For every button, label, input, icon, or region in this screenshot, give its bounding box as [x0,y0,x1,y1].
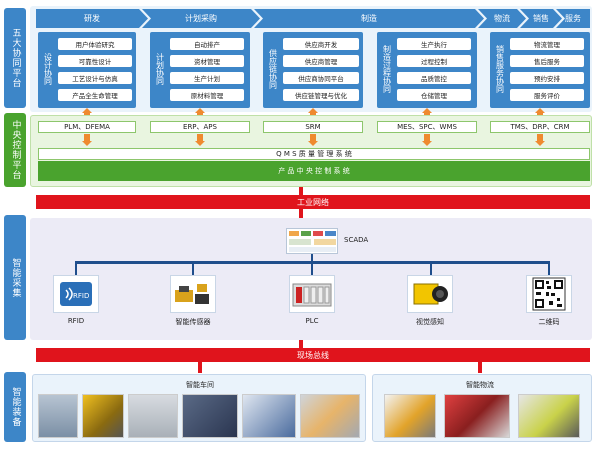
column-item: 产品全生命管理 [58,89,132,101]
column-item: 可靠性设计 [58,55,132,67]
system-box-mes: MES、SPC、WMS [377,121,477,133]
rfid-card-text: RFID [73,292,89,300]
connector [478,362,482,373]
industrial-network-bar: 工业网络 [36,195,590,209]
phase-rnd: 研发 [36,9,148,28]
column-item: 供应商开发 [283,38,359,50]
connector-line [311,262,313,275]
column-item: 品质管控 [397,72,471,84]
column-item: 资材管理 [170,55,244,67]
column-item: 供应商协同平台 [283,72,359,84]
connector [198,362,202,373]
connector-line [75,262,77,275]
connector [299,340,303,348]
scada-label: SCADA [344,236,369,244]
device-label: 视觉感知 [416,318,444,326]
collab-column-plan: 计划协同 自动排产 资材管理 生产计划 原材料管理 [150,32,250,108]
column-item: 工艺设计与仿真 [58,72,132,84]
column-title: 制造过程协同 [382,45,392,93]
collab-column-manufacture: 制造过程协同 生产执行 过程控制 品质管控 仓储管理 [377,32,477,108]
central-platform-label: 中央控制平台 [4,113,26,187]
phase-sales: 销售 [520,9,562,28]
robot-arm-image [82,394,124,438]
column-item: 售后服务 [510,55,584,67]
column-title: 供应链协同 [268,49,278,89]
connector-line [311,254,313,262]
collab-column-sales: 销售服务协同 物流管理 售后服务 预约安排 服务评价 [490,32,590,108]
phase-logistics: 物流 [478,9,526,28]
collab-column-supply: 供应链协同 供应商开发 供应商管理 供应商协同平台 供应链管理与优化 [263,32,363,108]
column-item: 过程控制 [397,55,471,67]
column-title: 设计协同 [43,53,53,85]
device-label: PLC [305,317,319,325]
smart-equip-label: 智能装备 [4,372,26,442]
device-label: RFID [67,317,85,325]
connector-line [548,262,550,275]
arrow-down-icon [82,134,92,146]
column-item: 生产计划 [170,72,244,84]
column-title: 计划协同 [155,53,165,85]
scada-screen-icon [286,228,338,254]
stamping-press-image [128,394,178,438]
phase-plan-purchase: 计划采购 [142,9,260,28]
arrow-down-icon [422,134,432,146]
production-floor-image [300,394,360,438]
warehouse-rack-image [444,394,510,438]
column-item: 供应链管理与优化 [283,89,359,101]
system-box-erp: ERP、APS [150,121,250,133]
device-label: 智能传感器 [175,318,211,326]
phase-service: 服务 [556,9,590,28]
fieldbus-bar: 现场总线 [36,348,590,362]
column-item: 物流管理 [510,38,584,50]
arrow-down-icon [535,134,545,146]
phase-manufacture: 制造 [254,9,484,28]
smart-sensor-icon [170,275,216,313]
smart-logistics-label: 智能物流 [466,381,494,389]
column-title: 销售服务协同 [495,45,505,93]
connector [299,187,303,195]
vision-sensor-icon [407,275,453,313]
smart-workshop-label: 智能车间 [186,381,214,389]
arrow-down-icon [195,134,205,146]
arrow-down-icon [308,134,318,146]
system-box-tms: TMS、DRP、CRM [490,121,590,133]
plc-icon [289,275,335,313]
column-item: 原材料管理 [170,89,244,101]
column-item: 自动排产 [170,38,244,50]
assembly-line-image [182,394,238,438]
smart-collect-label: 智能采集 [4,215,26,340]
agv-vehicle-image [518,394,580,438]
connector-line [192,262,194,275]
press-machine-image [38,394,78,438]
connector-line [430,262,432,275]
central-control-system: 产 品 中 央 控 制 系 统 [38,161,590,181]
system-box-plm: PLM、DFEMA [38,121,136,133]
column-item: 仓储管理 [397,89,471,101]
welding-robots-image [242,394,296,438]
qr-code-icon [526,275,572,313]
system-box-srm: SRM [263,121,363,133]
five-platform-label: 五大协同平台 [4,8,26,108]
column-item: 供应商管理 [283,55,359,67]
device-label: 二维码 [538,318,560,326]
collab-column-design: 设计协同 用户体验研究 可靠性设计 工艺设计与仿真 产品全生命管理 [38,32,136,108]
palletizing-robot-image [384,394,436,438]
connector [299,209,303,218]
qms-system: Q M S 质 量 管 理 系 统 [38,148,590,160]
column-item: 服务评价 [510,89,584,101]
column-item: 生产执行 [397,38,471,50]
rfid-icon: RFID [53,275,99,313]
column-item: 预约安排 [510,72,584,84]
column-item: 用户体验研究 [58,38,132,50]
